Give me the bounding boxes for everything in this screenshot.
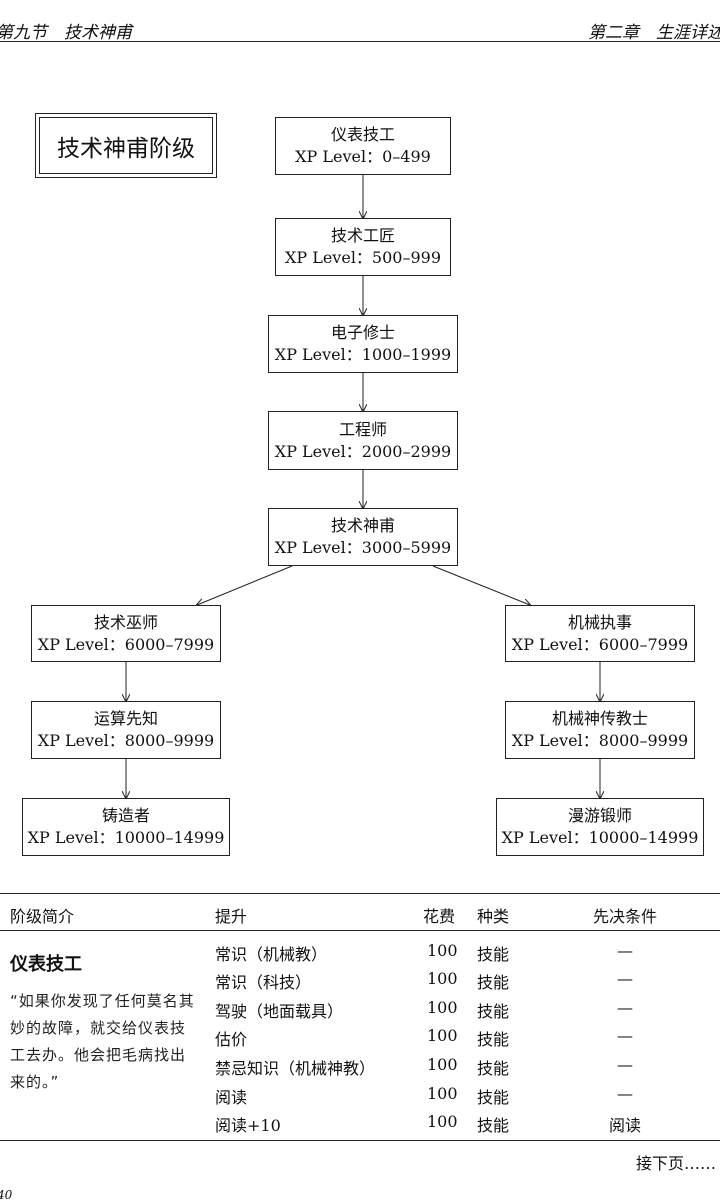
node-xp: XP Level：6000–7999: [37, 634, 215, 654]
header-chapter: 第二章 生涯详述: [588, 23, 720, 43]
node-missionary: 机械神传教士 XP Level：8000–9999: [505, 701, 695, 759]
cell-type: 技能: [477, 1059, 510, 1078]
cell-cost: 100: [427, 998, 458, 1017]
node-name: 技术神甫: [330, 516, 395, 535]
cell-cost: 100: [427, 1112, 458, 1131]
node-name: 机械神传教士: [551, 709, 648, 728]
cell-type: 技能: [477, 973, 510, 992]
rank-name: 仪表技工: [10, 954, 82, 975]
node-xp: XP Level：0–499: [295, 147, 431, 166]
diagram-title-box: 技术神甫阶级: [35, 113, 217, 178]
table-bottom-rule: [0, 1140, 720, 1141]
cell-cost: 100: [427, 941, 458, 960]
rank-quote: “如果你发现了任何莫名其妙的故障，就交给仪表技工去办。他会把毛病找出来的。”: [10, 992, 195, 1091]
table-header-rule: [0, 930, 720, 931]
cell-cost: 100: [427, 1026, 458, 1045]
table-row: 阅读 100 技能 —: [0, 1084, 720, 1112]
arrow-4-8: [432, 565, 530, 605]
cell-prereq: —: [617, 998, 633, 1017]
continued-note: 接下页……: [635, 1154, 716, 1173]
cell-advance: 估价: [215, 1030, 248, 1049]
cell-advance: 阅读: [215, 1088, 248, 1107]
table-row: 常识（科技） 100 技能 —: [0, 969, 720, 997]
running-header: 第九节 技术神甫 第二章 生涯详述: [0, 0, 720, 43]
node-xp: XP Level：1000–1999: [274, 345, 452, 364]
cell-advance: 常识（机械教）: [215, 945, 328, 964]
table-top-rule: [0, 893, 720, 894]
node-tech-priest: 技术神甫 XP Level：3000–5999: [268, 508, 458, 566]
node-engineer: 工程师 XP Level：2000–2999: [268, 411, 458, 470]
node-tech-magus: 技术巫师 XP Level：6000–7999: [31, 605, 221, 662]
table-row: 禁忌知识（机械神教） 100 技能 —: [0, 1055, 720, 1083]
th-prereq: 先决条件: [592, 907, 657, 926]
node-name: 机械执事: [567, 612, 632, 632]
table-row: 常识（机械教） 100 技能 —: [0, 941, 720, 969]
node-logis: 运算先知 XP Level：8000–9999: [31, 701, 221, 759]
cell-prereq: —: [617, 941, 633, 960]
cell-cost: 100: [427, 969, 458, 988]
node-name: 技术工匠: [330, 226, 395, 245]
cell-prereq: —: [617, 1084, 633, 1103]
node-xp: XP Level：3000–5999: [274, 538, 452, 557]
node-name: 电子修士: [330, 323, 395, 342]
cell-advance: 禁忌知识（机械神教）: [215, 1059, 376, 1078]
node-name: 技术巫师: [93, 612, 158, 632]
node-forger: 铸造者 XP Level：10000–14999: [22, 798, 230, 856]
page-number: 40: [0, 1188, 13, 1202]
cell-prereq: —: [617, 969, 633, 988]
node-xp: XP Level：8000–9999: [37, 731, 215, 750]
cell-type: 技能: [477, 1116, 510, 1135]
cell-prereq: 阅读: [608, 1116, 641, 1135]
node-name: 仪表技工: [330, 125, 395, 144]
node-tech-artisan: 技术工匠 XP Level：500–999: [275, 218, 451, 276]
node-electro-monk: 电子修士 XP Level：1000–1999: [268, 315, 458, 373]
cell-prereq: —: [617, 1026, 633, 1045]
node-wandering-smith: 漫游锻师 XP Level：10000–14999: [496, 798, 704, 856]
cell-cost: 100: [427, 1084, 458, 1103]
table-row: 阅读+10 100 技能 阅读: [0, 1112, 720, 1140]
node-name: 工程师: [338, 419, 387, 439]
diagram-title: 技术神甫阶级: [39, 117, 213, 174]
node-instrument-tech: 仪表技工 XP Level：0–499: [275, 117, 451, 175]
th-cost: 花费: [423, 907, 456, 926]
cell-advance: 阅读+10: [215, 1116, 281, 1135]
node-xp: XP Level：10000–14999: [27, 828, 225, 847]
node-xp: XP Level：2000–2999: [274, 441, 452, 461]
node-xp: XP Level：8000–9999: [511, 731, 689, 750]
cell-type: 技能: [477, 945, 510, 964]
node-name: 漫游锻师: [567, 806, 632, 825]
node-xp: XP Level：10000–14999: [501, 828, 699, 847]
header-section: 第九节 技术神甫: [0, 23, 132, 43]
node-xp: XP Level：6000–7999: [511, 634, 689, 654]
th-advance: 提升: [215, 907, 248, 926]
cell-type: 技能: [477, 1088, 510, 1107]
cell-advance: 常识（科技）: [215, 973, 312, 992]
table-row: 估价 100 技能 —: [0, 1026, 720, 1054]
arrow-4-5: [197, 565, 293, 605]
node-mechanicus-deacon: 机械执事 XP Level：6000–7999: [505, 605, 695, 662]
cell-type: 技能: [477, 1002, 510, 1021]
hierarchy-arrows: [0, 175, 720, 880]
cell-advance: 驾驶（地面载具）: [215, 1002, 344, 1021]
cell-prereq: —: [617, 1055, 633, 1074]
cell-cost: 100: [427, 1055, 458, 1074]
node-name: 运算先知: [93, 709, 158, 728]
node-xp: XP Level：500–999: [284, 248, 442, 267]
node-name: 铸造者: [101, 806, 150, 825]
cell-type: 技能: [477, 1030, 510, 1049]
table-row: 驾驶（地面载具） 100 技能 —: [0, 998, 720, 1026]
th-rank: 阶级简介: [10, 907, 75, 926]
th-type: 种类: [477, 907, 510, 926]
